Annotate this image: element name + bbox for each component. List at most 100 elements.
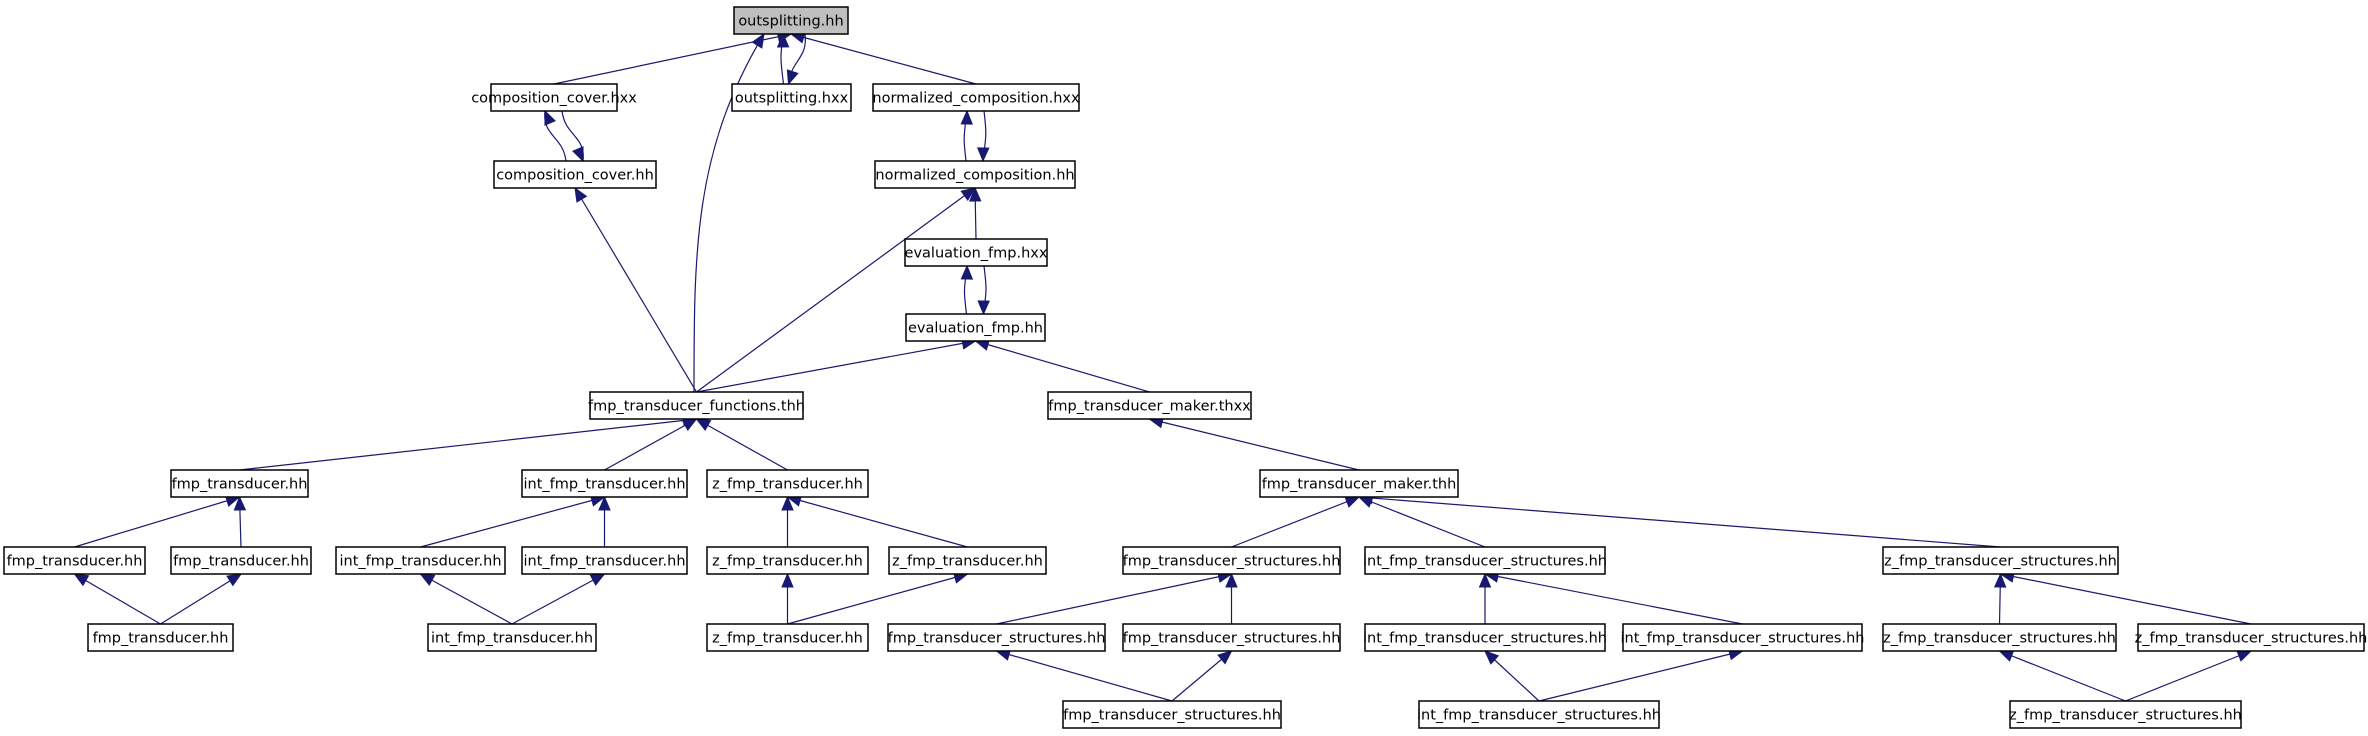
node-box[interactable]: [706, 623, 869, 652]
node-label: int_fmp_transducer_structures.hh: [1363, 554, 1607, 570]
edge-z-fmp-transducer-structures-hh-d-to-z-fmp-transducer-structures-hh-c: [2125, 650, 2252, 702]
edge-fmp-transducer-functions-thh-to-composition-cover-hh: [574, 187, 698, 393]
node-box[interactable]: [733, 6, 849, 35]
node-evaluation-fmp-hxx[interactable]: evaluation_fmp.hxx: [904, 238, 1048, 267]
edge-z-fmp-transducer-structures-hh-c-to-z-fmp-transducer-structures-hh-a: [2000, 573, 2252, 625]
node-int-fmp-transducer-structures-hh-c[interactable]: int_fmp_transducer_structures.hh: [1621, 623, 1865, 652]
node-z-fmp-transducer-hh-b[interactable]: z_fmp_transducer.hh: [706, 546, 869, 575]
node-fmp-transducer-structures-hh-a[interactable]: fmp_transducer_structures.hh: [1122, 546, 1341, 575]
node-box[interactable]: [1418, 700, 1660, 729]
edge-fmp-transducer-hh-d-to-fmp-transducer-hh-b: [74, 573, 161, 625]
node-box[interactable]: [874, 160, 1076, 189]
node-label: fmp_transducer.hh: [172, 477, 308, 493]
node-int-fmp-transducer-structures-hh-a[interactable]: int_fmp_transducer_structures.hh: [1363, 546, 1607, 575]
node-box[interactable]: [706, 469, 869, 498]
node-box[interactable]: [521, 546, 688, 575]
node-box[interactable]: [1882, 546, 2119, 575]
node-fmp-transducer-maker-thxx[interactable]: fmp_transducer_maker.thxx: [1047, 391, 1252, 420]
node-box[interactable]: [905, 313, 1046, 342]
node-label: fmp_transducer_structures.hh: [1123, 631, 1341, 647]
node-z-fmp-transducer-structures-hh-a[interactable]: z_fmp_transducer_structures.hh: [1882, 546, 2119, 575]
node-box[interactable]: [2137, 623, 2365, 652]
node-label: fmp_transducer_structures.hh: [888, 631, 1106, 647]
node-box[interactable]: [335, 546, 506, 575]
node-box[interactable]: [872, 83, 1080, 112]
node-box[interactable]: [1122, 546, 1341, 575]
node-label: z_fmp_transducer.hh: [892, 554, 1043, 570]
node-int-fmp-transducer-structures-hh-d[interactable]: int_fmp_transducer_structures.hh: [1417, 700, 1661, 729]
edge-fmp-transducer-functions-thh-to-normalized-composition-hh: [696, 187, 976, 393]
node-box[interactable]: [1047, 391, 1252, 420]
node-box[interactable]: [170, 546, 312, 575]
node-normalized-composition-hh[interactable]: normalized_composition.hh: [874, 160, 1076, 189]
node-z-fmp-transducer-structures-hh-d[interactable]: z_fmp_transducer_structures.hh: [2009, 700, 2242, 729]
edge-int-fmp-transducer-hh-c-to-int-fmp-transducer-hh-a-arrowhead: [598, 495, 611, 511]
node-fmp-transducer-functions-thh[interactable]: fmp_transducer_functions.thh: [588, 391, 805, 420]
node-label: normalized_composition.hxx: [872, 91, 1080, 107]
node-z-fmp-transducer-structures-hh-b[interactable]: z_fmp_transducer_structures.hh: [1882, 623, 2117, 652]
node-box[interactable]: [1882, 623, 2117, 652]
node-box[interactable]: [731, 83, 852, 112]
edge-fmp-transducer-functions-thh-to-normalized-composition-hh-arrowhead: [960, 187, 977, 202]
node-box[interactable]: [490, 83, 618, 112]
node-box[interactable]: [170, 469, 309, 498]
edge-fmp-transducer-hh-d-to-fmp-transducer-hh-b-arrowhead: [73, 573, 90, 587]
node-fmp-transducer-structures-hh-b[interactable]: fmp_transducer_structures.hh: [887, 623, 1106, 652]
node-composition-cover-hh[interactable]: composition_cover.hh: [493, 160, 657, 189]
node-box[interactable]: [1364, 546, 1606, 575]
node-label: composition_cover.hh: [496, 168, 654, 184]
node-box[interactable]: [2009, 700, 2242, 729]
node-fmp-transducer-hh-d[interactable]: fmp_transducer.hh: [87, 623, 234, 652]
node-int-fmp-transducer-hh-a[interactable]: int_fmp_transducer.hh: [521, 469, 688, 498]
edge-z-fmp-transducer-hh-c-to-z-fmp-transducer-hh-a: [787, 496, 968, 548]
node-box[interactable]: [1062, 700, 1282, 729]
node-int-fmp-transducer-structures-hh-b[interactable]: int_fmp_transducer_structures.hh: [1363, 623, 1607, 652]
node-box[interactable]: [1122, 623, 1341, 652]
node-fmp-transducer-hh-c[interactable]: fmp_transducer.hh: [170, 546, 312, 575]
node-box[interactable]: [589, 391, 804, 420]
edge-z-fmp-transducer-structures-hh-d-to-z-fmp-transducer-structures-hh-b-arrowhead: [1998, 650, 2015, 662]
node-box[interactable]: [3, 546, 146, 575]
node-box[interactable]: [427, 623, 597, 652]
node-box[interactable]: [706, 546, 869, 575]
edge-fmp-transducer-hh-b-to-fmp-transducer-hh-a: [74, 496, 240, 548]
node-outsplitting-hxx[interactable]: outsplitting.hxx: [731, 83, 852, 112]
edge-z-fmp-transducer-structures-hh-d-to-z-fmp-transducer-structures-hh-c-arrowhead: [2236, 650, 2253, 662]
node-box[interactable]: [904, 238, 1048, 267]
edge-z-fmp-transducer-structures-hh-d-to-z-fmp-transducer-structures-hh-b: [1999, 650, 2126, 702]
node-box[interactable]: [493, 160, 657, 189]
node-box[interactable]: [521, 469, 688, 498]
node-z-fmp-transducer-structures-hh-c[interactable]: z_fmp_transducer_structures.hh: [2135, 623, 2368, 652]
node-int-fmp-transducer-hh-b[interactable]: int_fmp_transducer.hh: [335, 546, 506, 575]
node-box[interactable]: [87, 623, 234, 652]
node-label: composition_cover.hxx: [471, 91, 637, 107]
node-label: z_fmp_transducer.hh: [712, 554, 863, 570]
node-fmp-transducer-hh-b[interactable]: fmp_transducer.hh: [3, 546, 146, 575]
edge-int-fmp-transducer-hh-a-to-fmp-transducer-functions-thh-arrowhead: [681, 418, 698, 432]
node-z-fmp-transducer-hh-a[interactable]: z_fmp_transducer.hh: [706, 469, 869, 498]
node-box[interactable]: [887, 623, 1106, 652]
node-composition-cover-hxx[interactable]: composition_cover.hxx: [471, 83, 637, 112]
node-box[interactable]: [1364, 623, 1606, 652]
node-z-fmp-transducer-hh-c[interactable]: z_fmp_transducer.hh: [888, 546, 1047, 575]
edge-normalized-composition-hh-to-normalized-composition-hxx-arrowhead: [960, 109, 973, 125]
edge-z-fmp-transducer-hh-a-to-fmp-transducer-functions-thh: [696, 418, 788, 471]
edge-fmp-transducer-hh-d-to-fmp-transducer-hh-c: [160, 573, 242, 625]
node-int-fmp-transducer-hh-d[interactable]: int_fmp_transducer.hh: [427, 623, 597, 652]
edge-int-fmp-transducer-hh-d-to-int-fmp-transducer-hh-b-arrowhead: [419, 573, 436, 586]
node-box[interactable]: [1622, 623, 1863, 652]
node-box[interactable]: [888, 546, 1047, 575]
node-fmp-transducer-hh-a[interactable]: fmp_transducer.hh: [170, 469, 309, 498]
node-fmp-transducer-structures-hh-d[interactable]: fmp_transducer_structures.hh: [1062, 700, 1282, 729]
node-evaluation-fmp-hh[interactable]: evaluation_fmp.hh: [905, 313, 1046, 342]
node-fmp-transducer-structures-hh-c[interactable]: fmp_transducer_structures.hh: [1122, 623, 1341, 652]
edge-fmp-transducer-hh-d-to-fmp-transducer-hh-c-arrowhead: [226, 573, 243, 587]
node-normalized-composition-hxx[interactable]: normalized_composition.hxx: [872, 83, 1080, 112]
node-int-fmp-transducer-hh-c[interactable]: int_fmp_transducer.hh: [521, 546, 688, 575]
node-z-fmp-transducer-hh-d[interactable]: z_fmp_transducer.hh: [706, 623, 869, 652]
node-box[interactable]: [1259, 469, 1459, 498]
node-outsplitting-hh[interactable]: outsplitting.hh: [733, 6, 849, 35]
node-fmp-transducer-maker-thh[interactable]: fmp_transducer_maker.thh: [1259, 469, 1459, 498]
edge-int-fmp-transducer-structures-hh-c-to-int-fmp-transducer-structures-hh-a: [1484, 573, 1743, 625]
edge-z-fmp-transducer-hh-b-to-z-fmp-transducer-hh-a-arrowhead: [781, 495, 794, 511]
